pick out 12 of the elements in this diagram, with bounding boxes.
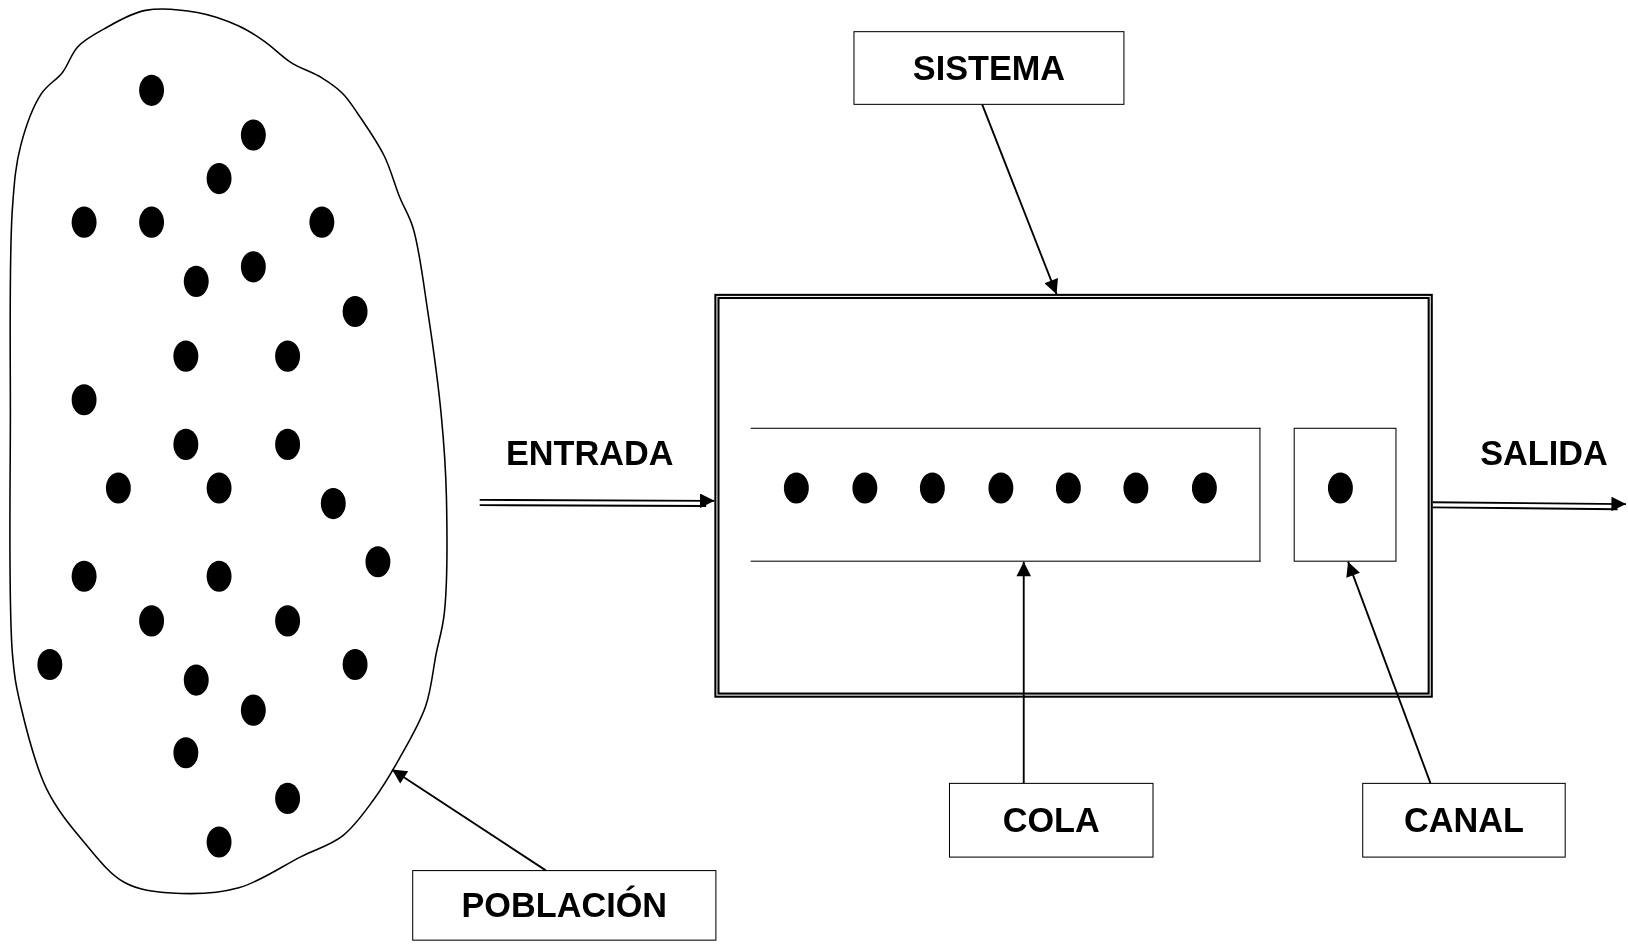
box-label: SISTEMA [912, 48, 1066, 88]
box-label: CANAL [1404, 800, 1524, 840]
population-outline [9, 8, 448, 895]
arrow [1016, 560, 1031, 785]
system-box [714, 293, 1433, 698]
arrow [981, 103, 1058, 296]
double-arrow [1431, 496, 1627, 512]
box-label: POBLACIÓN [461, 885, 668, 926]
double-arrow [478, 493, 716, 509]
arrow [391, 768, 547, 872]
arrow [1346, 560, 1432, 785]
box-label: COLA [1002, 800, 1100, 840]
